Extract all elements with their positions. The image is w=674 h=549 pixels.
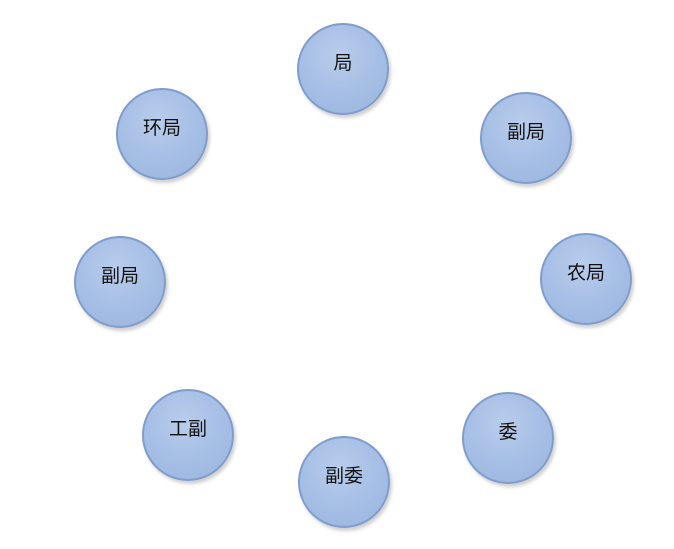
node-right: 农局 [540, 233, 632, 325]
node-top-label: 局 [333, 51, 353, 74]
node-bottom: 副委 [298, 436, 390, 528]
node-bottom-right-label: 委 [498, 420, 518, 443]
node-right-label: 农局 [566, 261, 605, 284]
node-top-left: 环局 [116, 88, 208, 180]
node-top-left-label: 环局 [142, 116, 181, 139]
node-bottom-left-label: 工副 [168, 417, 207, 440]
node-bottom-right: 委 [462, 392, 554, 484]
node-bottom-label: 副委 [324, 464, 363, 487]
node-bottom-left: 工副 [142, 389, 234, 481]
node-left-label: 副局 [100, 264, 139, 287]
node-top: 局 [297, 23, 389, 115]
node-top-right-label: 副局 [506, 120, 545, 143]
node-left: 副局 [74, 236, 166, 328]
node-top-right: 副局 [480, 92, 572, 184]
